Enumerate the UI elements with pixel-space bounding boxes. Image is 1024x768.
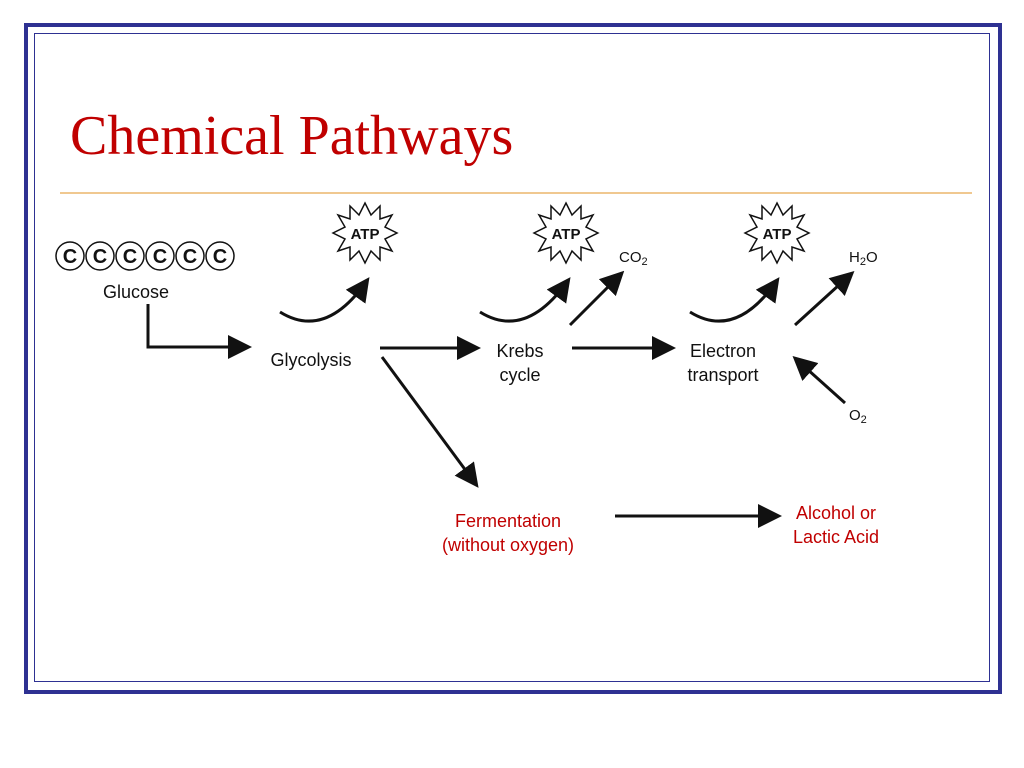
svg-text:ATP: ATP [552, 226, 581, 243]
arrow-glycolysis-to-fermentation [380, 356, 479, 488]
h2o-label: H2O [849, 249, 878, 268]
glucose-molecule [55, 241, 235, 271]
carbon-label: C [153, 246, 167, 268]
carbon-label: C [123, 246, 137, 268]
atp-curve-electron [689, 277, 780, 323]
fermentation-label: Fermentation (without oxygen) [418, 509, 598, 557]
glycolysis-label: Glycolysis [270, 350, 352, 370]
carbon-label: C [63, 246, 77, 268]
atp-curve-glycolysis [279, 277, 370, 323]
electron-transport-label: Electron transport [668, 339, 778, 387]
electron-line-1: Electron [689, 341, 757, 361]
products-label: Alcohol or Lactic Acid [771, 501, 901, 549]
carbon-atom [175, 241, 205, 271]
carbon-atom [145, 241, 175, 271]
atp-burst-glycolysis: ATP [332, 202, 398, 264]
slide-frame-inner [34, 33, 990, 682]
carbon-label: C [93, 246, 107, 268]
carbon-label: C [213, 246, 227, 268]
carbon-atom [115, 241, 145, 271]
arrow-co2-release [568, 270, 625, 327]
atp-curve-krebs [479, 277, 571, 323]
slide-title: Chemical Pathways [70, 105, 514, 167]
o2-label: O2 [849, 407, 867, 426]
carbon-atom [85, 241, 115, 271]
title-divider [60, 192, 972, 194]
products-line-2: Lactic Acid [792, 527, 880, 547]
arrow-glucose-to-glycolysis [146, 304, 252, 359]
arrow-o2-input [792, 355, 847, 405]
arrow-h2o-release [793, 270, 855, 327]
carbon-atom [55, 241, 85, 271]
products-line-1: Alcohol or [795, 503, 877, 523]
co2-label: CO2 [619, 249, 648, 268]
fermentation-line-2: (without oxygen) [441, 535, 575, 555]
krebs-line-1: Krebs [496, 341, 544, 361]
svg-text:ATP: ATP [763, 226, 792, 243]
fermentation-line-1: Fermentation [454, 511, 562, 531]
carbon-label: C [183, 246, 197, 268]
atp-burst-electron: ATP [744, 202, 810, 264]
atp-burst-krebs: ATP [533, 202, 599, 264]
glucose-label: Glucose [102, 282, 170, 302]
krebs-cycle-label: Krebs cycle [470, 339, 570, 387]
krebs-line-2: cycle [499, 365, 541, 385]
carbon-atom [205, 241, 235, 271]
svg-text:ATP: ATP [351, 226, 380, 243]
slide-frame-outer [24, 23, 1002, 694]
electron-line-2: transport [687, 365, 759, 385]
